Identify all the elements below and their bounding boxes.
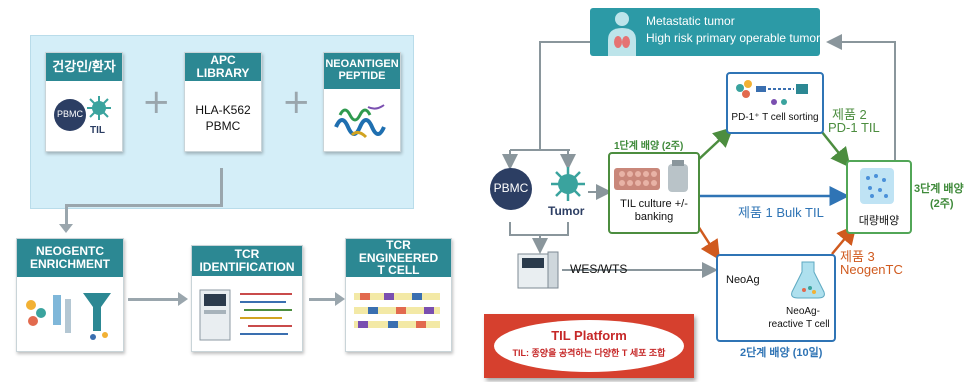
sequencer-icon xyxy=(517,251,559,289)
til-culture-line2: banking xyxy=(634,211,674,223)
arrow-right-icon xyxy=(178,292,188,306)
donor-patient-title: 건강인/환자 xyxy=(46,53,122,81)
product2-line2: PD-1 TIL xyxy=(828,120,880,135)
tcr-engineered-line1: TCR ENGINEERED xyxy=(358,238,439,265)
wes-wts-label: WES/WTS xyxy=(570,262,628,276)
connector-arrow-1 xyxy=(128,298,180,301)
neogentc-title-line2: ENRICHMENT xyxy=(30,257,110,271)
pbmc-cell-icon xyxy=(54,99,86,131)
connector-vertical xyxy=(220,168,223,206)
tcr-engineered-title: TCR ENGINEERED T CELL xyxy=(346,239,451,277)
til-platform-subtitle: TIL: 종양을 공격하는 다양한 T 세포 조합 xyxy=(512,348,666,358)
product3-line2: NeogenTC xyxy=(840,262,903,277)
peptide-structure-icon xyxy=(334,104,386,139)
neoantigen-title-line2: PEPTIDE xyxy=(338,70,386,82)
pd1-sorting-label: PD-1⁺ T cell sorting xyxy=(731,112,819,123)
stage3-line2: (2주) xyxy=(930,198,954,210)
product3-line1: 제품 3 xyxy=(840,249,875,264)
tumor-source-line1: Metastatic tumor xyxy=(646,14,735,28)
tcr-engineered-card: TCR ENGINEERED T CELL xyxy=(345,238,452,352)
pbmc-cell-label: PBMC xyxy=(56,109,83,119)
culture-plate-icon xyxy=(614,160,688,192)
tumor-cell-icon xyxy=(551,167,585,201)
arrow-right-icon xyxy=(335,292,345,306)
human-body-icon xyxy=(608,12,636,56)
neogentc-enrichment-card: NEOGENTC ENRICHMENT xyxy=(16,238,124,352)
stage3-line1: 3단계 배양 xyxy=(914,183,964,195)
enrichment-illustration-icon xyxy=(26,293,111,340)
culture-bag-icon xyxy=(860,168,894,204)
product1-label: 제품 1 Bulk TIL xyxy=(738,205,824,220)
tcr-identification-title: TCR IDENTIFICATION xyxy=(192,246,302,276)
neogentc-title-line1: NEOGENTC xyxy=(35,244,104,259)
tcr-engineered-line2: T CELL xyxy=(377,263,420,278)
mass-culture-box xyxy=(846,160,912,234)
stage1-label: 1단계 배양 (2주) xyxy=(614,141,684,152)
sequencer-illustration-icon xyxy=(199,289,292,341)
til-culture-line1: TIL culture +/- xyxy=(620,198,688,210)
til-platform-title: TIL Platform xyxy=(551,328,627,343)
til-cell-icon xyxy=(87,96,111,120)
arrow-down-icon xyxy=(59,224,73,233)
connector-arrow-2 xyxy=(309,298,337,301)
mass-culture-label: 대량배양 xyxy=(858,215,900,227)
til-platform-oval xyxy=(494,320,684,372)
pbmc-circle xyxy=(490,168,532,210)
cell-sorting-icon xyxy=(736,80,808,105)
neoantigen-peptide-card: NEOANTIGEN PEPTIDE xyxy=(323,52,401,152)
apc-line-pbmc: PBMC xyxy=(205,119,241,133)
tumor-source-line2: High risk primary operable tumor xyxy=(646,31,821,45)
neoag-reactive-line2: reactive T cell xyxy=(768,319,830,330)
connector-down xyxy=(65,204,68,226)
til-cell-label: TIL xyxy=(90,125,105,136)
neoag-reactive-line1: NeoAg- xyxy=(786,306,820,317)
apc-line-hla: HLA-K562 xyxy=(195,103,251,117)
tcr-identification-card: TCR IDENTIFICATION xyxy=(191,245,303,352)
neoag-label: NeoAg xyxy=(726,274,760,286)
neogentc-enrichment-title: NEOGENTC ENRICHMENT xyxy=(17,239,123,277)
apc-library-card: APC LIBRARY HLA-K562 PBMC xyxy=(184,52,262,152)
product2-line1: 제품 2 xyxy=(832,107,867,122)
pbmc-circle-label: PBMC xyxy=(493,181,529,195)
neoantigen-peptide-title: NEOANTIGEN PEPTIDE xyxy=(324,53,400,89)
connector-horizontal xyxy=(66,204,223,207)
stage2-label: 2단계 배양 (10일) xyxy=(740,347,823,359)
apc-library-title: APC LIBRARY xyxy=(185,53,261,81)
neoantigen-title-line1: NEOANTIGEN xyxy=(325,58,399,71)
donor-patient-card: 건강인/환자 PBMC TIL xyxy=(45,52,123,152)
plus-sign-2: + xyxy=(282,82,311,122)
flask-icon xyxy=(791,261,825,299)
plus-sign-1: + xyxy=(142,82,171,122)
engineered-tcell-icon xyxy=(354,293,440,328)
tumor-label: Tumor xyxy=(548,204,585,218)
